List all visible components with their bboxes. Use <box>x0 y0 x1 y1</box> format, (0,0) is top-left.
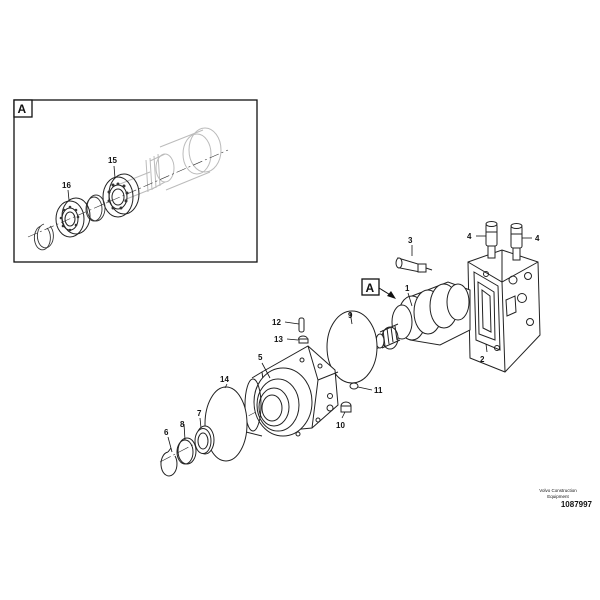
callout-4-right: 4 <box>535 234 540 243</box>
callout-5: 5 <box>258 353 263 362</box>
callout-7: 7 <box>197 409 202 418</box>
callout-14: 14 <box>220 375 229 384</box>
detail-a-pointer[interactable]: A <box>361 278 396 299</box>
part-14-gasket <box>204 386 248 462</box>
company-line-2: Equipment <box>547 494 569 499</box>
callout-9: 9 <box>348 311 353 320</box>
part-11-o-ring <box>349 382 359 390</box>
reference-number: 1087997 <box>560 500 592 509</box>
callout-3: 3 <box>408 236 413 245</box>
axis-line <box>27 149 229 238</box>
part-1-motor-assembly <box>375 281 471 350</box>
callout-4-left: 4 <box>467 232 472 241</box>
leader-lines <box>167 235 532 453</box>
company-line-1: Volvo Construction <box>539 488 577 493</box>
part-8-seal <box>176 437 197 465</box>
shaft-drawing <box>119 127 222 201</box>
callout-10: 10 <box>336 421 345 430</box>
part-7-ring <box>194 425 215 455</box>
part-12-pin <box>298 317 305 333</box>
company-name: Volvo Construction Equipment <box>523 488 593 500</box>
bearing-16 <box>55 197 91 238</box>
detail-a-label: A <box>18 102 27 116</box>
detail-a-pointer-label: A <box>366 281 375 295</box>
part-4-relief-valves <box>485 221 523 261</box>
spacer-ring <box>85 194 106 222</box>
detail-a-inset: A <box>13 99 258 263</box>
part-13-plug <box>298 335 309 344</box>
callout-2: 2 <box>480 355 485 364</box>
callout-11: 11 <box>374 386 383 395</box>
callout-1: 1 <box>405 284 410 293</box>
bearing-15 <box>102 173 140 218</box>
snap-ring <box>33 223 54 251</box>
callout-6: 6 <box>164 428 169 437</box>
callout-15: 15 <box>108 156 117 165</box>
part-10-bolt <box>340 401 352 413</box>
part-6-snap-ring <box>160 447 178 477</box>
part-3-valve <box>395 257 433 273</box>
callout-13: 13 <box>274 335 283 344</box>
part-5-main-housing <box>244 345 339 437</box>
part-2-valve-housing <box>467 249 541 373</box>
callout-16: 16 <box>62 181 71 190</box>
callout-8: 8 <box>180 420 185 429</box>
callout-12: 12 <box>272 318 281 327</box>
